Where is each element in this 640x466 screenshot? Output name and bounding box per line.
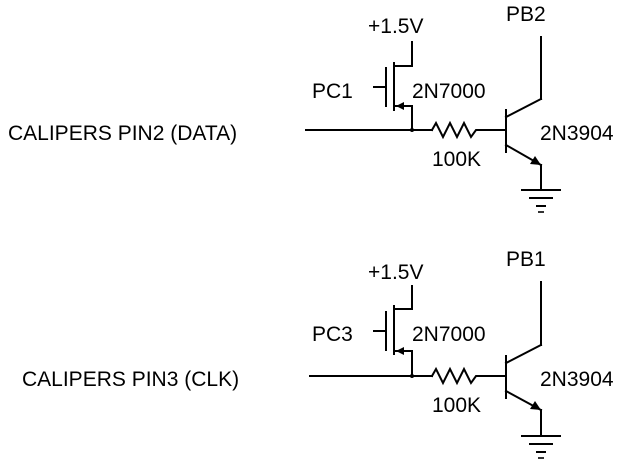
bjt-label-2: 2N3904 xyxy=(540,368,614,391)
mosfet-label-1: 2N7000 xyxy=(412,80,486,103)
mosfet-label-2: 2N7000 xyxy=(412,323,486,346)
junction-dot-2 xyxy=(410,374,414,378)
resistor-label-2: 100K xyxy=(432,394,481,417)
input-label-2: CALIPERS PIN3 (CLK) xyxy=(22,368,239,391)
collector-label-1: PB2 xyxy=(506,3,546,26)
ground-symbol-2 xyxy=(521,435,561,459)
junction-dot-1 xyxy=(410,128,414,132)
ground-symbol-1 xyxy=(521,189,561,213)
mosfet-symbol-2 xyxy=(373,285,413,377)
resistor-symbol-1 xyxy=(430,120,507,140)
mosfet-symbol-1 xyxy=(373,41,413,131)
supply-label-2: +1.5V xyxy=(368,261,423,284)
supply-label-1: +1.5V xyxy=(368,15,423,38)
bjt-label-1: 2N3904 xyxy=(540,122,614,145)
resistor-symbol-2 xyxy=(430,366,507,386)
bjt-symbol-1 xyxy=(504,36,543,191)
collector-label-2: PB1 xyxy=(506,248,546,271)
circuit-data: +1.5V PB2 PC1 2N7000 CALIPERS PIN2 (DATA… xyxy=(8,3,614,213)
input-label-1: CALIPERS PIN2 (DATA) xyxy=(8,122,237,145)
resistor-label-1: 100K xyxy=(432,148,481,171)
circuit-clk: +1.5V PB1 PC3 2N7000 CALIPERS PIN3 (CLK)… xyxy=(22,248,614,459)
gate-label-2: PC3 xyxy=(312,323,353,346)
bjt-symbol-2 xyxy=(504,281,543,437)
gate-label-1: PC1 xyxy=(312,80,353,103)
